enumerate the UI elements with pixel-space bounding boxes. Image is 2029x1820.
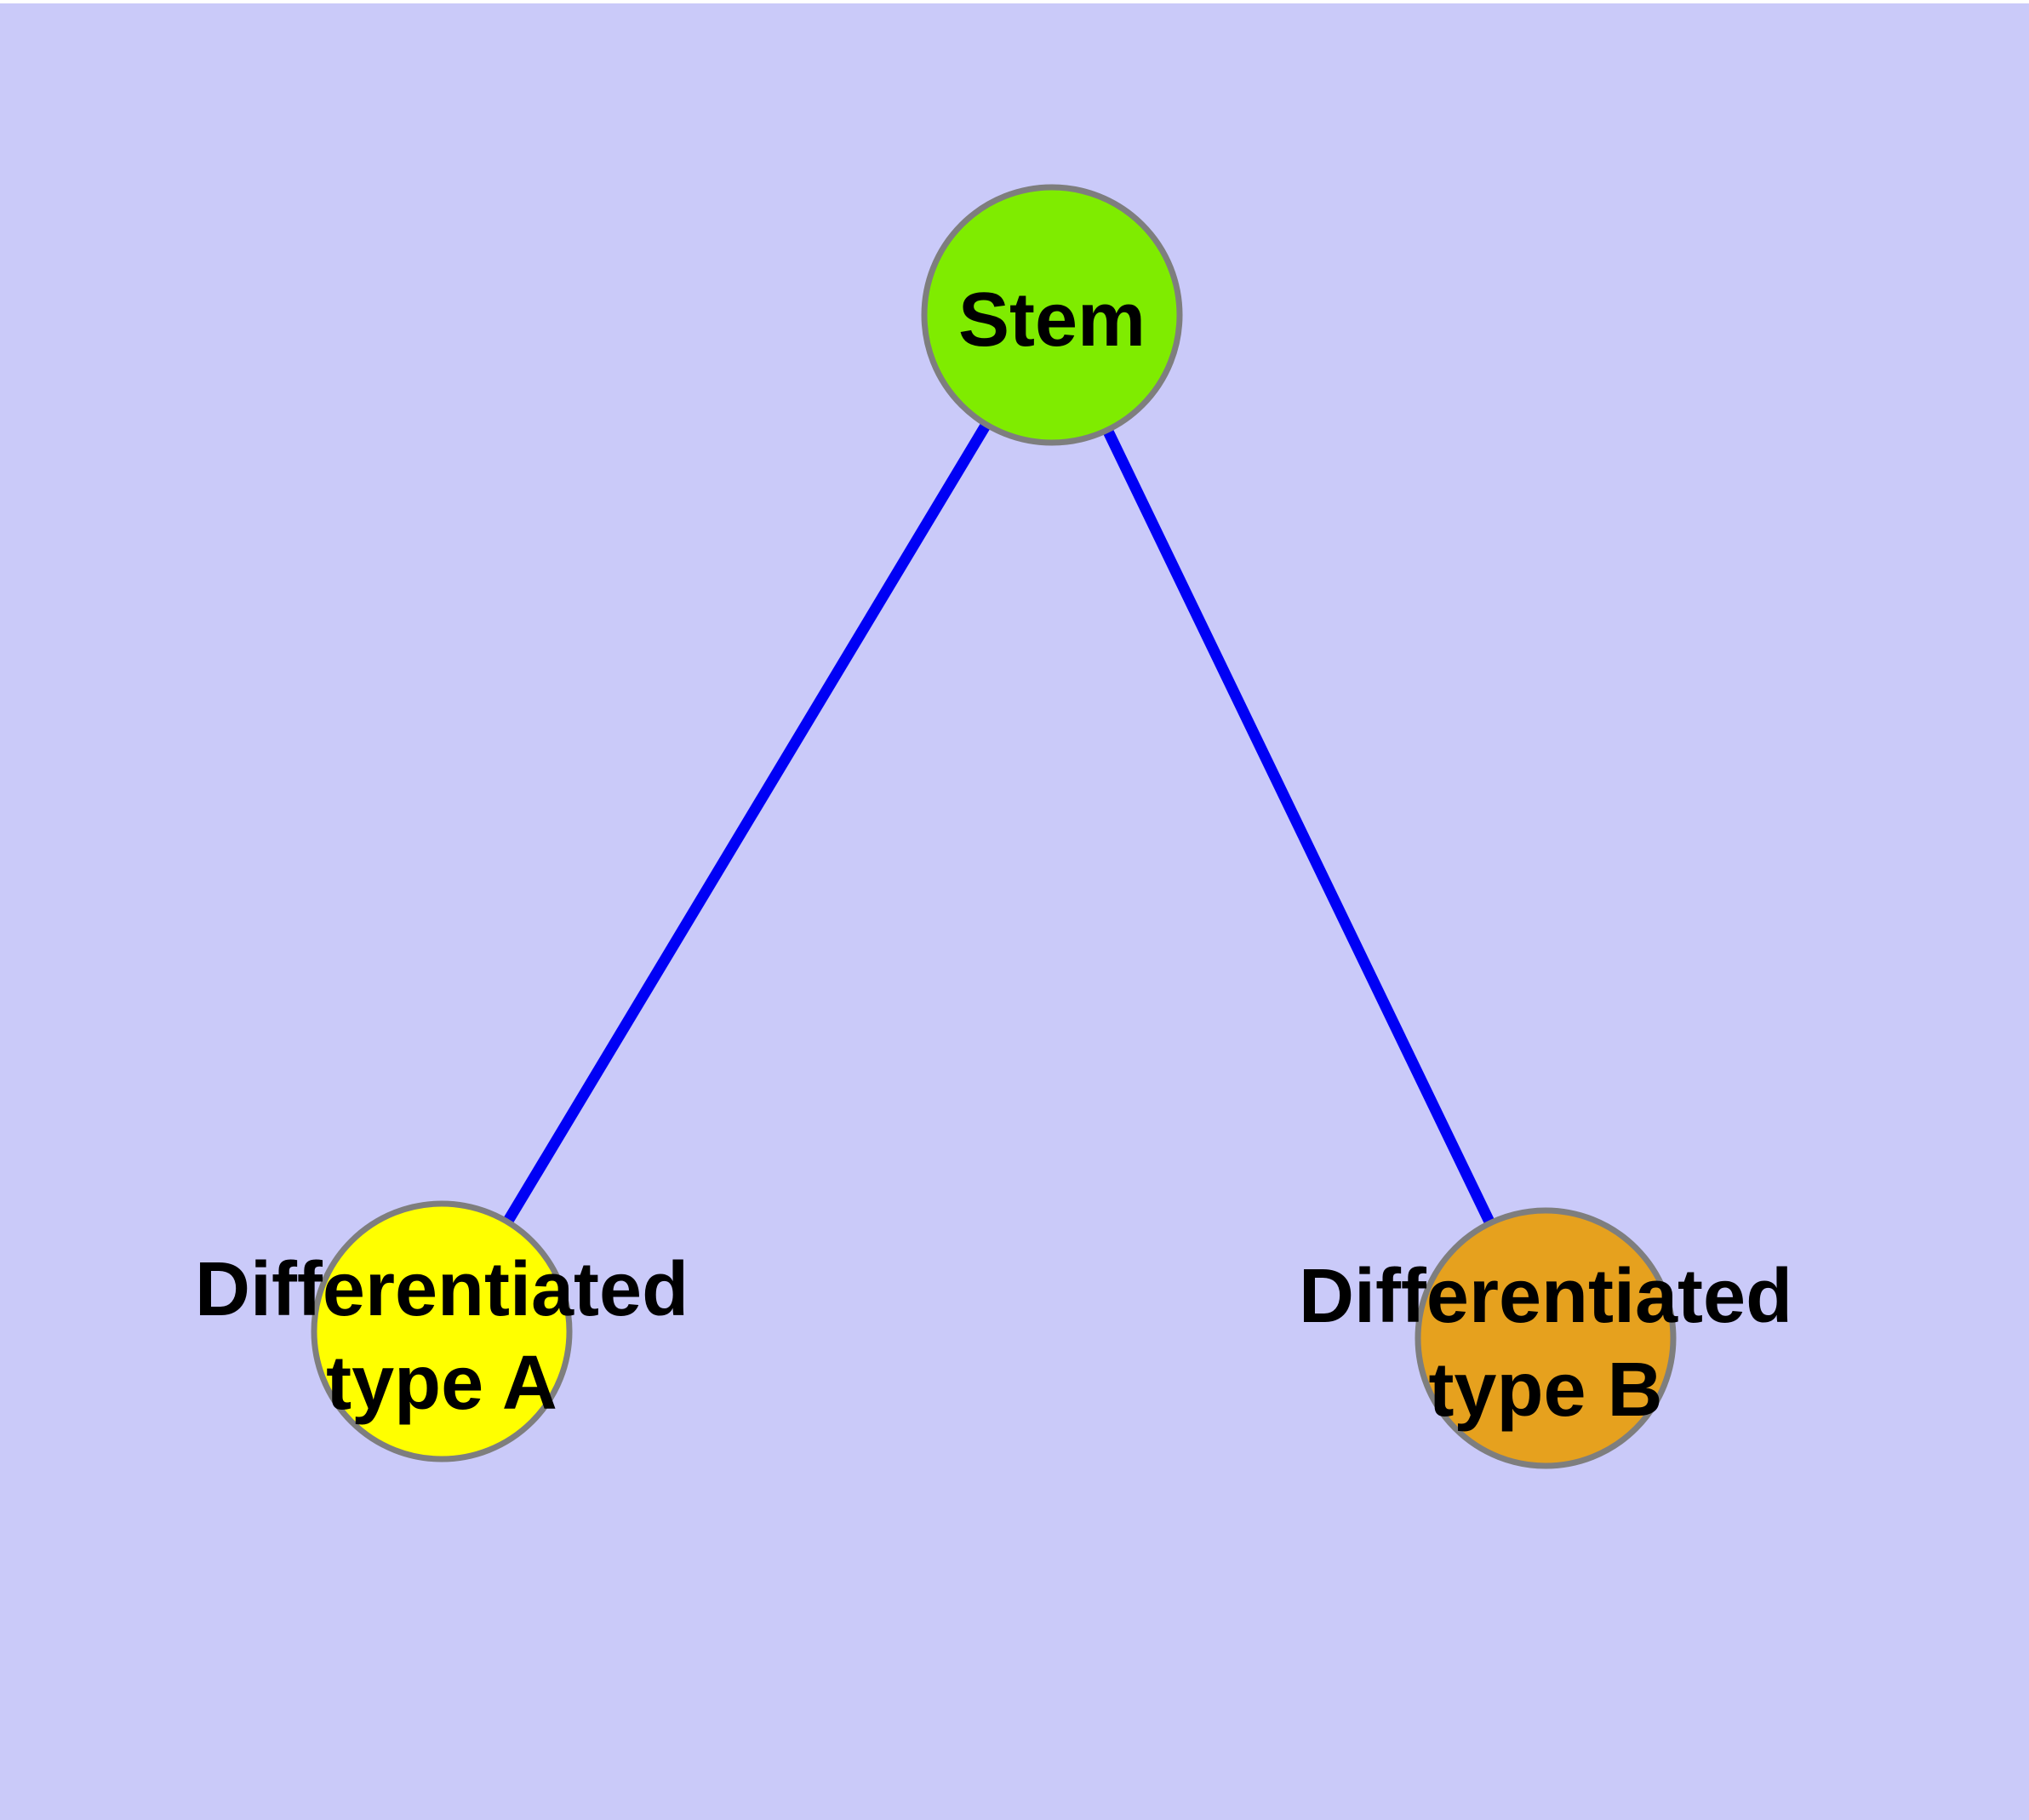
edge-stem-to-type-b: [1047, 312, 1551, 1341]
node-type-a: [311, 1200, 573, 1462]
graph-svg: [311, 184, 1677, 1469]
node-stem: [921, 184, 1183, 446]
edge-stem-to-type-a: [437, 312, 1057, 1335]
node-type-b: [1415, 1207, 1677, 1469]
